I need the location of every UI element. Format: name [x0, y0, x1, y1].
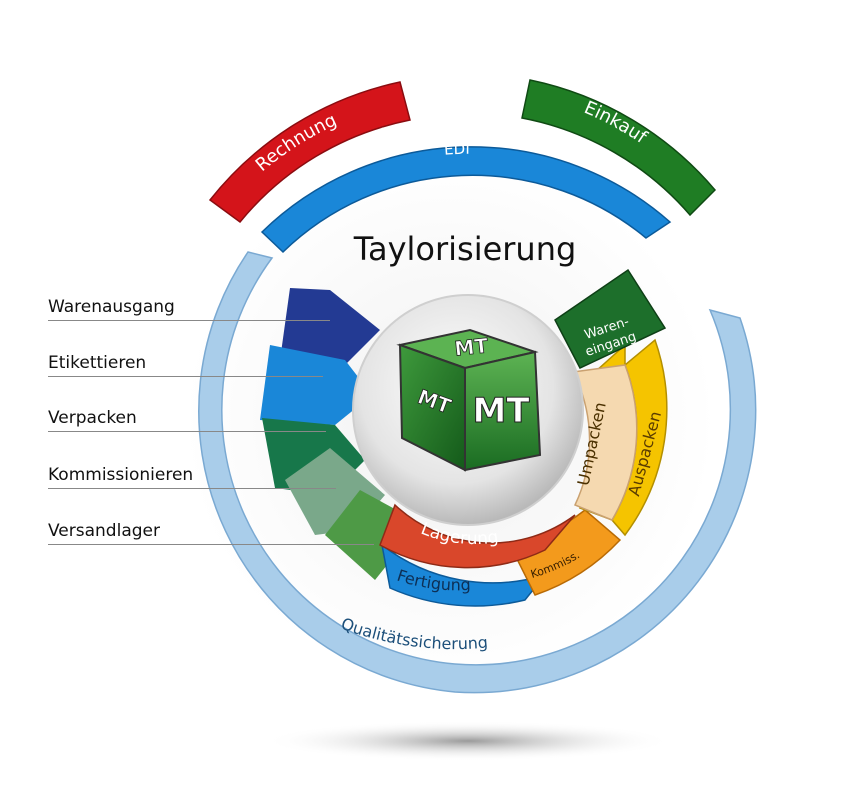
page-title: Taylorisierung	[353, 230, 577, 268]
qualitaet-ring	[198, 251, 757, 694]
label-warenausgang: Warenausgang	[48, 297, 175, 317]
etikettieren-chevron	[260, 345, 372, 425]
leader-line-kommissionieren	[48, 488, 336, 489]
cube-top-text: MT	[453, 333, 489, 360]
label-versandlager: Versandlager	[48, 521, 160, 541]
lagerung-segment	[379, 503, 576, 569]
label-verpacken: Verpacken	[48, 408, 137, 428]
leader-line-versandlager	[48, 544, 374, 545]
leader-line-etikettieren	[48, 376, 323, 377]
leader-line-verpacken	[48, 431, 326, 432]
cube-front-text: MT	[472, 391, 530, 431]
wareneingang-segment	[554, 268, 667, 369]
warenausgang-chevron	[280, 288, 380, 365]
edi-label: EDI	[443, 140, 469, 159]
label-kommissionieren: Kommissionieren	[48, 465, 194, 485]
umpacken-segment	[571, 364, 638, 521]
cube-front-face	[464, 350, 542, 472]
mt-cube-logo: MT MT MT	[396, 328, 542, 472]
floor-shadow	[263, 721, 673, 761]
einkauf-arc	[521, 79, 717, 217]
edi-arc	[260, 146, 672, 254]
rechnung-arc	[208, 81, 411, 224]
label-etikettieren: Etikettieren	[48, 353, 147, 373]
leader-line-warenausgang	[48, 320, 330, 321]
